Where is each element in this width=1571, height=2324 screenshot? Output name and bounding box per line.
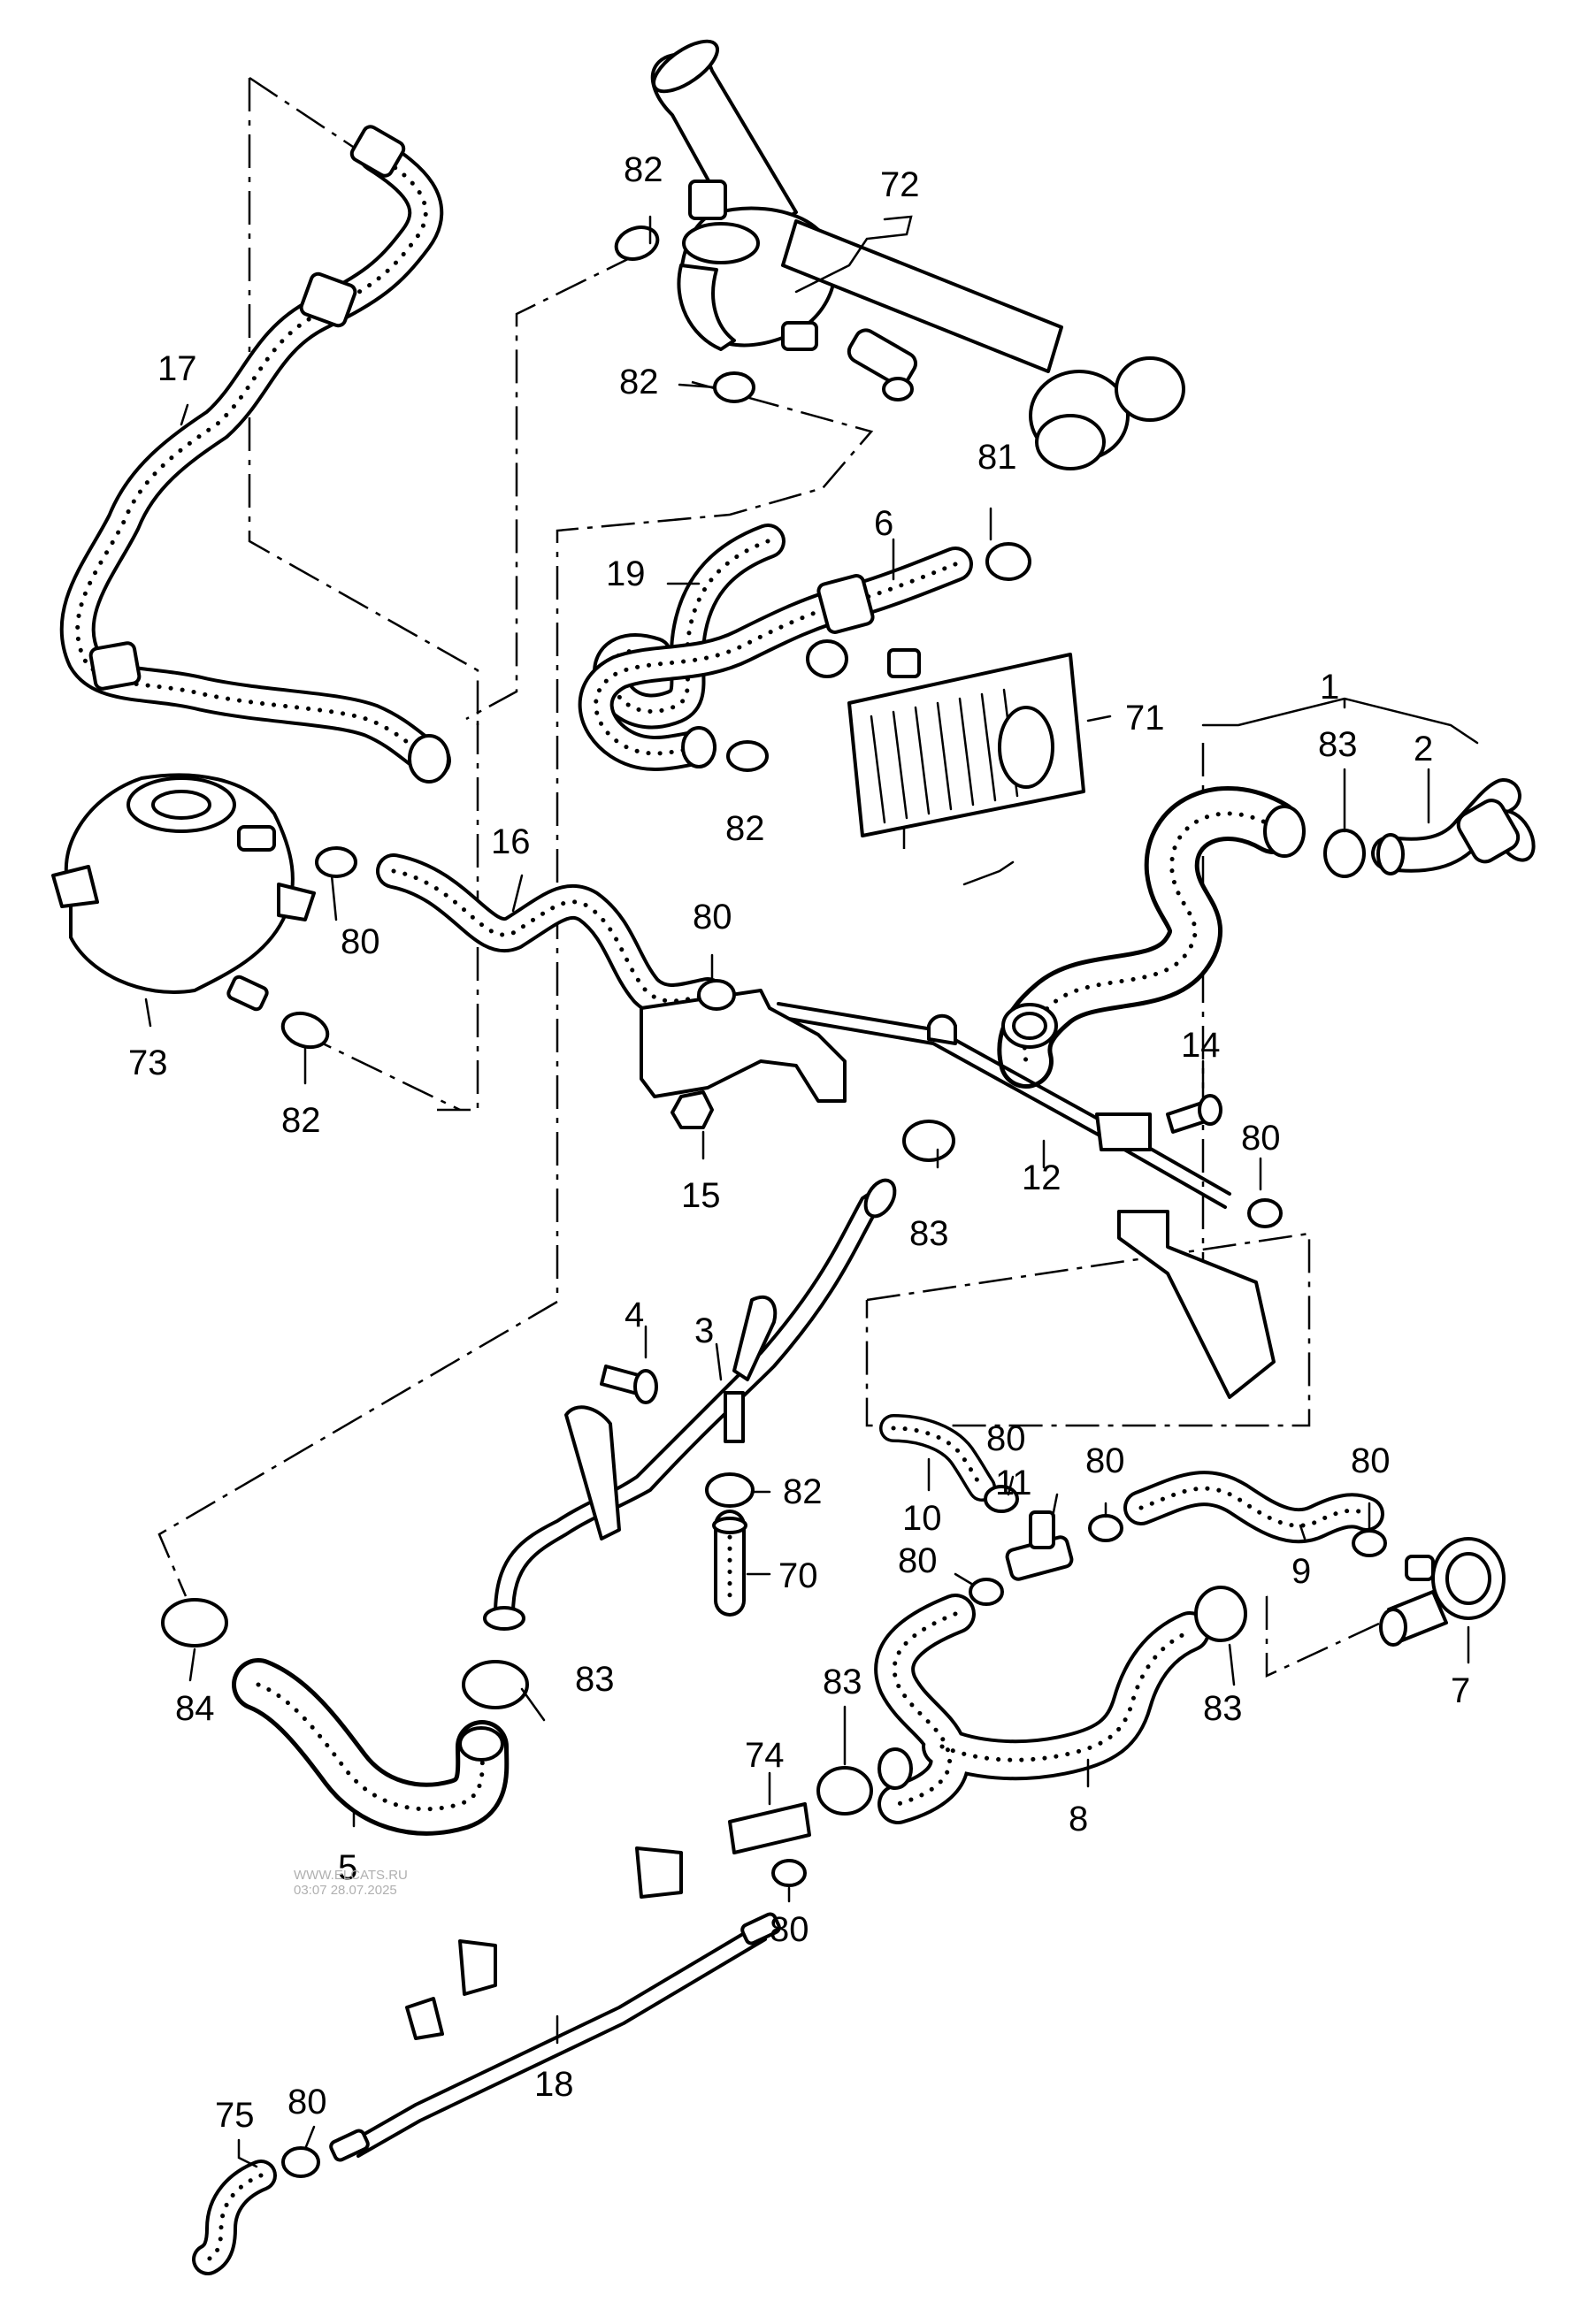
watermark-line-2: 03:07 28.07.2025 [294, 1883, 397, 1898]
clamp-82-a [614, 226, 660, 261]
valve-7 [1379, 1537, 1506, 1647]
clamp-83-hose8-left [816, 1766, 873, 1816]
hose-clamps [161, 226, 1387, 2178]
rigid-parts [51, 39, 1506, 2162]
callout-74: 74 [745, 1736, 785, 1775]
callout-7: 7 [1451, 1671, 1470, 1710]
callout-10: 10 [902, 1499, 942, 1538]
clamp-80-hose9-left [1088, 1514, 1123, 1542]
callout-9: 9 [1291, 1552, 1311, 1591]
callout-80-valve: 80 [1351, 1441, 1391, 1480]
clamp-83-hose1 [1323, 829, 1366, 878]
clamp-80-bracket [697, 979, 736, 1011]
bolt-4 [600, 1365, 658, 1404]
callout-16: 16 [491, 822, 531, 861]
clamp-84 [161, 1598, 228, 1647]
hose-1 [997, 786, 1306, 1089]
callout-80-pipe18: 80 [770, 1910, 809, 1949]
bolt-14 [1166, 1094, 1222, 1134]
coolant-pump-72 [650, 39, 1185, 470]
callout-75: 75 [215, 2096, 255, 2135]
clamp-80-hose75 [281, 2146, 320, 2178]
expansion-tank-73 [51, 773, 316, 1012]
nut-15 [671, 1090, 714, 1129]
hose-16 [376, 853, 725, 1019]
hoses [59, 125, 1536, 2275]
hose-5 [232, 1658, 510, 1836]
callout-83-right: 83 [1203, 1689, 1243, 1728]
callout-82-pipe3: 82 [783, 1472, 823, 1511]
clamp-81 [985, 542, 1031, 581]
callout-82-pump: 82 [619, 363, 659, 401]
callout-5: 5 [338, 1848, 357, 1887]
callout-81: 81 [977, 438, 1017, 477]
clamp-83-hose8-right [1194, 1586, 1247, 1642]
callout-4: 4 [625, 1296, 644, 1334]
callout-80-hose75: 80 [287, 2083, 327, 2121]
tee-fitting-11 [1005, 1510, 1074, 1581]
hose-70 [712, 1510, 747, 1617]
callout-2: 2 [1414, 730, 1433, 768]
clamp-80-pipe12 [1247, 1198, 1283, 1228]
callout-80-tee: 80 [898, 1541, 938, 1580]
callout-19: 19 [606, 554, 646, 593]
callout-83-hose1: 83 [1318, 725, 1358, 764]
callout-18: 18 [534, 2065, 574, 2104]
clamp-80-tee-left [969, 1578, 1004, 1606]
callout-83-hose5: 83 [575, 1660, 615, 1699]
callout-83-pipe12: 83 [909, 1214, 949, 1253]
hose-75 [192, 2160, 277, 2275]
watermark: WWW.ELCATS.RU 03:07 28.07.2025 [294, 1868, 408, 1898]
clamp-80-tank [315, 846, 357, 878]
callout-8: 8 [1069, 1800, 1088, 1839]
callout-80-tank: 80 [341, 922, 380, 961]
assembly-guide-lines [157, 76, 1391, 1678]
callout-11: 11 [995, 1464, 1032, 1502]
hose-17 [59, 125, 451, 784]
callout-82-cooler: 82 [725, 809, 765, 848]
callout-73: 73 [128, 1044, 168, 1082]
callout-6: 6 [874, 504, 893, 543]
clamp-82-e [705, 1472, 755, 1508]
watermark-line-1: WWW.ELCATS.RU [294, 1868, 408, 1883]
callout-83-hose8: 83 [823, 1663, 862, 1701]
callout-70: 70 [778, 1556, 818, 1595]
clamp-82-c [726, 740, 769, 772]
callout-1: 1 [1320, 668, 1339, 707]
callout-82-tank: 82 [281, 1101, 321, 1140]
clamp-80-pipe18 [771, 1859, 807, 1887]
callout-80-pipe12: 80 [1241, 1119, 1281, 1158]
callout-17: 17 [157, 349, 197, 388]
hose-10 [879, 1414, 996, 1502]
callout-82-top: 82 [624, 150, 663, 189]
hose-2 [1371, 778, 1536, 875]
leader-lines [144, 215, 1479, 2168]
hose-8 [874, 1594, 1210, 1824]
callout-12: 12 [1022, 1158, 1061, 1197]
clamp-83-pipe12 [902, 1120, 955, 1162]
callout-72: 72 [880, 165, 920, 204]
hose-6 [578, 547, 973, 771]
clamp-82-b [713, 371, 755, 403]
callout-80-hose10: 80 [986, 1419, 1026, 1458]
pipe-18 [329, 1846, 781, 2162]
callout-80-bracket: 80 [693, 898, 732, 936]
callout-15: 15 [681, 1176, 721, 1215]
clamp-80-valve [1352, 1529, 1387, 1557]
callout-84: 84 [175, 1689, 215, 1728]
clamp-83-hose5 [462, 1660, 529, 1709]
pipe-3 [483, 1178, 897, 1631]
callout-80-hose9: 80 [1085, 1441, 1125, 1480]
callout-labels: 1 2 3 4 5 6 7 8 9 10 11 12 14 15 16 17 1… [128, 150, 1470, 2135]
pipe-12 [640, 989, 1276, 1399]
callout-71: 71 [1125, 699, 1165, 738]
hose-9 [1123, 1471, 1384, 1544]
connector-74 [728, 1802, 811, 1854]
callout-14: 14 [1181, 1026, 1221, 1065]
clamp-83-big [806, 639, 848, 678]
clamp-82-d [280, 1011, 330, 1050]
oil-cooler-71 [847, 648, 1085, 837]
callout-3: 3 [694, 1311, 714, 1350]
